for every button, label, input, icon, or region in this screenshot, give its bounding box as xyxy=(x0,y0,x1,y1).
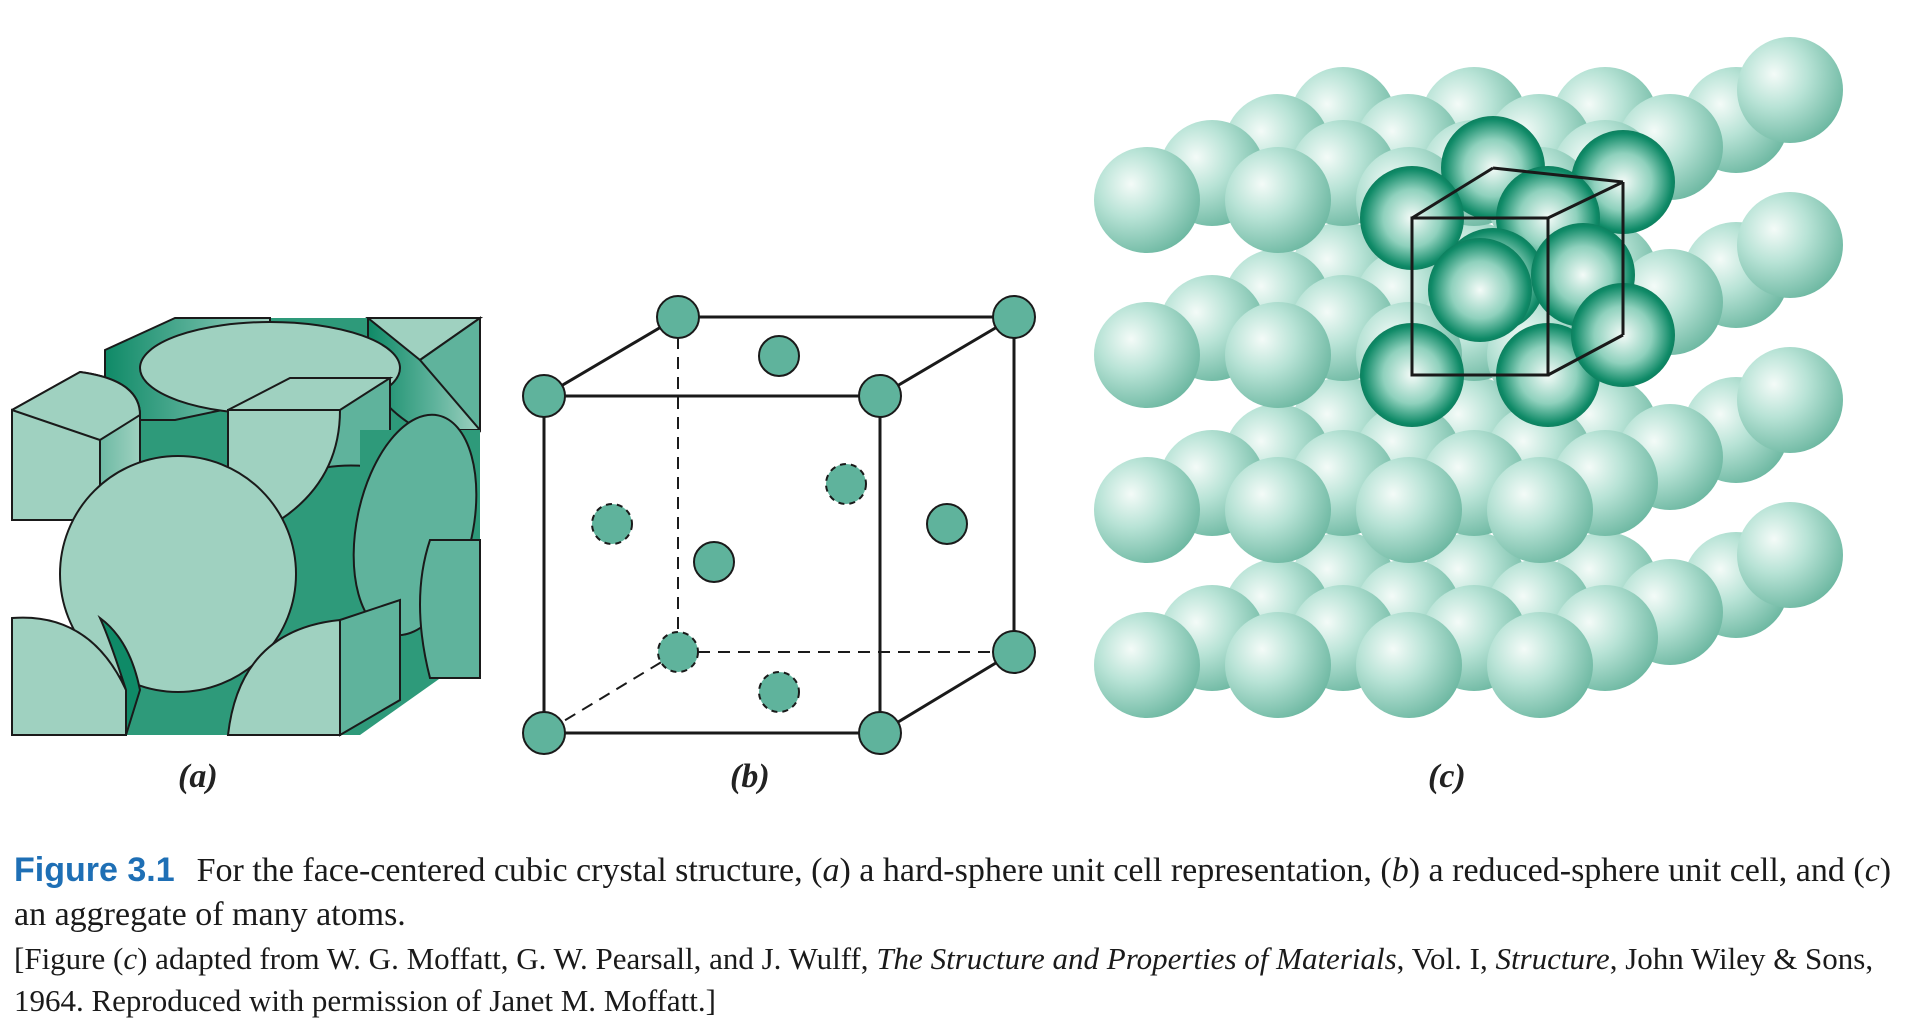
panel-a-label: (a) xyxy=(178,758,218,795)
aggregate-atom xyxy=(1356,457,1462,563)
aggregate-atom xyxy=(1094,457,1200,563)
aggregate-atom xyxy=(1737,502,1843,608)
aggregate-atom xyxy=(1487,457,1593,563)
aggregate-atom xyxy=(1737,192,1843,298)
aggregate-atom xyxy=(1225,147,1331,253)
credit-text-4: , John Wiley & Sons, 1964. Reproduced wi… xyxy=(14,941,1874,1018)
panel-b-label: (b) xyxy=(730,758,770,795)
caption-text-1: For the face-centered cubic crystal stru… xyxy=(196,852,823,889)
aggregate-atom xyxy=(1737,347,1843,453)
aggregate-atom xyxy=(1356,612,1462,718)
aggregate-atom xyxy=(1225,612,1331,718)
aggregate-atom xyxy=(1737,37,1843,143)
caption-ref-b: b xyxy=(1391,852,1409,889)
credit-text-1: [Figure ( xyxy=(14,941,124,976)
aggregate-atom xyxy=(1225,457,1331,563)
unit-cell-outline xyxy=(1410,166,1625,377)
aggregate-atom xyxy=(1094,147,1200,253)
figure-number: Figure 3.1 xyxy=(14,851,175,889)
figure-area xyxy=(11,37,1843,755)
credit-volume-title: Structure xyxy=(1495,941,1610,976)
panel-b-reduced-sphere-cell xyxy=(522,295,1036,755)
panel-c-atom-aggregate xyxy=(1094,37,1843,718)
credit-ref-c: c xyxy=(123,941,138,976)
aggregate-atom xyxy=(1225,302,1331,408)
caption-ref-c: c xyxy=(1864,852,1880,889)
credit-book-title: The Structure and Properties of Material… xyxy=(876,941,1397,976)
aggregate-atom xyxy=(1487,612,1593,718)
caption-text-4: ) an aggregate of many atoms. xyxy=(14,852,1892,933)
caption-ref-a: a xyxy=(822,852,840,889)
figure-caption: Figure 3.1 For the face-centered cubic cr… xyxy=(14,848,1904,937)
panel-a-hard-sphere-cell xyxy=(11,316,484,737)
figure-credit: [Figure (c) adapted from W. G. Moffatt, … xyxy=(14,938,1904,1022)
aggregate-atom xyxy=(1094,302,1200,408)
aggregate-atom xyxy=(1094,612,1200,718)
unit-cell-atom xyxy=(1428,238,1532,342)
caption-text-2: ) a hard-sphere unit cell representation… xyxy=(839,852,1392,889)
credit-text-2: ) adapted from W. G. Moffatt, G. W. Pear… xyxy=(137,941,877,976)
credit-text-3: , Vol. I, xyxy=(1396,941,1496,976)
panel-c-label: (c) xyxy=(1428,758,1466,795)
caption-text-3: ) a reduced-sphere unit cell, and ( xyxy=(1408,852,1865,889)
